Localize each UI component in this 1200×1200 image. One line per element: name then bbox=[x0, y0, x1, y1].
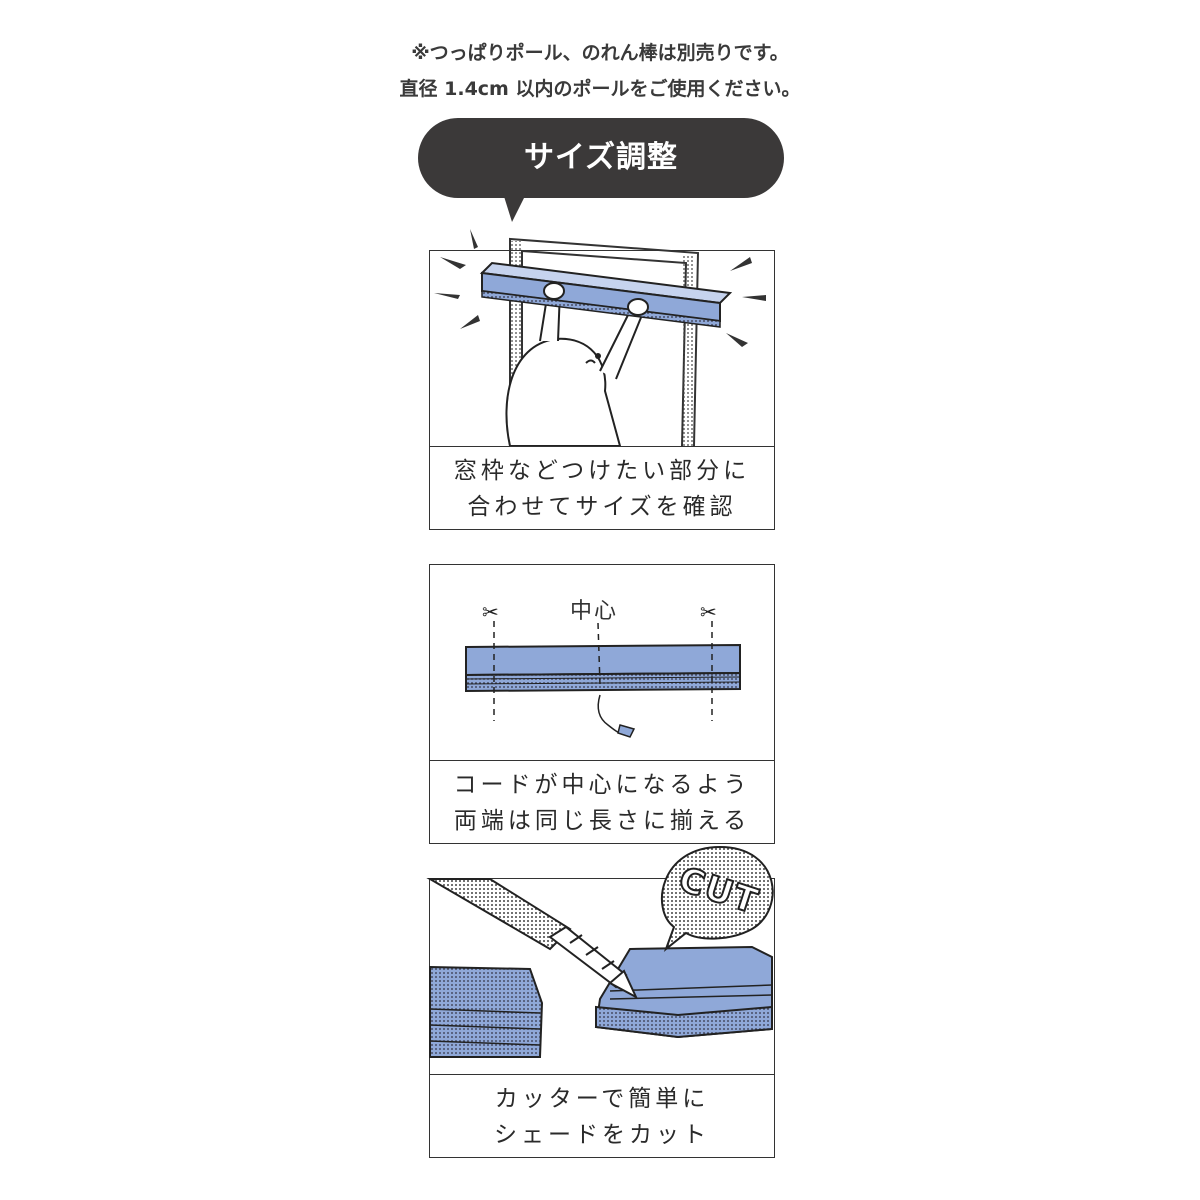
step-caption-cut: カッターで簡単に シェードをカット bbox=[430, 1074, 774, 1159]
step-panel-measure: 窓枠などつけたい部分に 合わせてサイズを確認 bbox=[429, 229, 775, 531]
step-caption-center: コードが中心になるよう 両端は同じ長さに揃える bbox=[430, 760, 774, 845]
center-label: 中心 bbox=[570, 599, 619, 624]
notice-line-2: 直径 1.4cm 以内のポールをご使用ください。 bbox=[399, 78, 801, 100]
bubble-tail bbox=[502, 190, 528, 222]
caption-line-2: 両端は同じ長さに揃える bbox=[453, 808, 751, 834]
measure-illustration bbox=[430, 229, 774, 447]
caption-line-2: シェードをカット bbox=[494, 1122, 710, 1148]
step-caption-measure: 窓枠などつけたい部分に 合わせてサイズを確認 bbox=[430, 446, 774, 531]
step-panel-center: ✂ ✂ 中心 コードが中心になるよう 両端は同じ長さに揃える bbox=[429, 564, 775, 844]
caption-line-1: コードが中心になるよう bbox=[453, 772, 751, 798]
notice-line-1: ※つっぱりポール、のれん棒は別売りです。 bbox=[411, 42, 789, 64]
center-illustration: ✂ ✂ bbox=[430, 565, 774, 760]
caption-line-2: 合わせてサイズを確認 bbox=[467, 494, 737, 520]
title-bubble: サイズ調整 bbox=[418, 118, 784, 198]
section-title: サイズ調整 bbox=[523, 140, 679, 175]
cut-illustration bbox=[426, 845, 774, 1074]
scissors-icon: ✂ bbox=[700, 600, 717, 624]
step-panel-cut: CUT カッターで簡単に シェードをカット bbox=[426, 845, 775, 1159]
caption-line-1: 窓枠などつけたい部分に bbox=[453, 458, 751, 484]
caption-line-1: カッターで簡単に bbox=[494, 1086, 710, 1112]
scissors-icon: ✂ bbox=[482, 600, 499, 624]
